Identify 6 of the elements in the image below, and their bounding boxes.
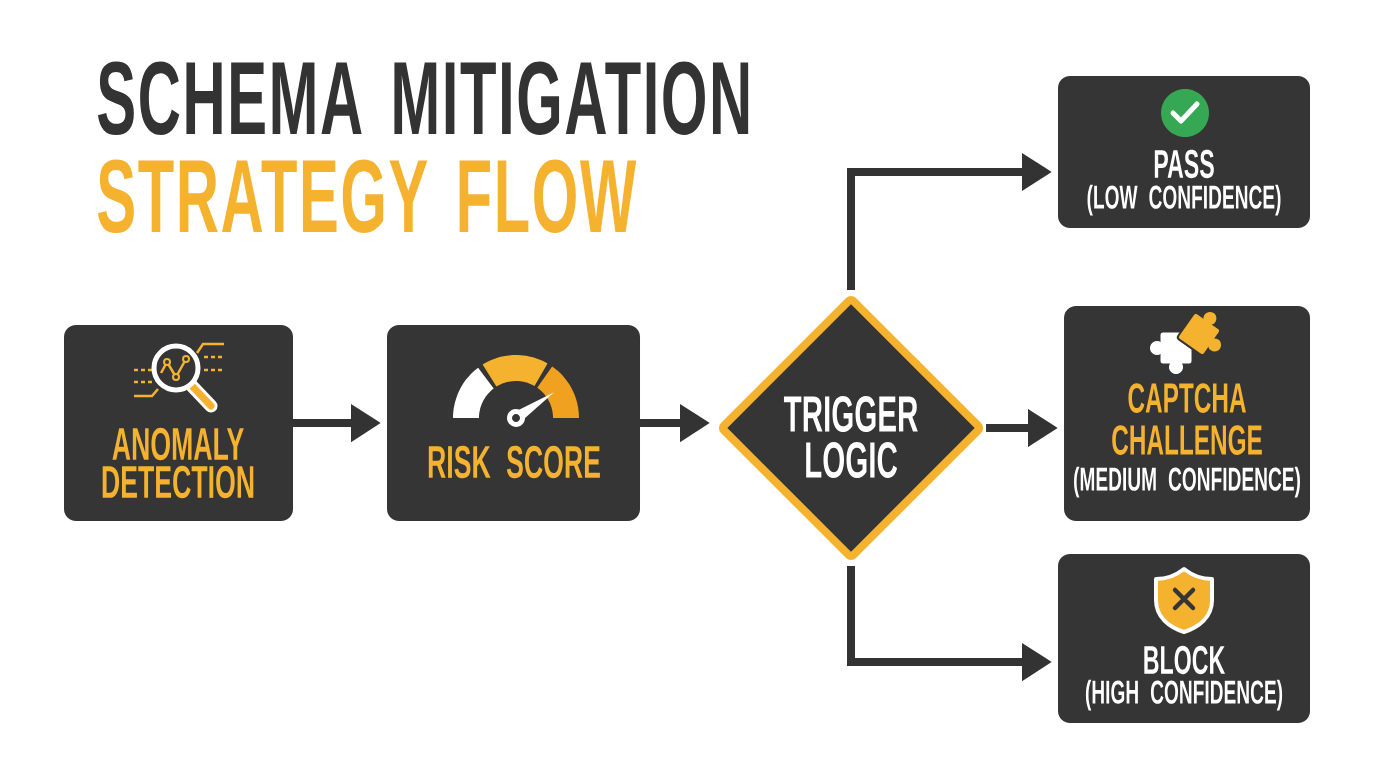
title: SCHEMA MITIGATION STRATEGY FLOW bbox=[98, 61, 749, 234]
process-box: RISK SCORE bbox=[387, 325, 640, 521]
outcome-box: BLOCK (HIGH CONFIDENCE) bbox=[1058, 554, 1310, 723]
outcome-box: PASS (LOW CONFIDENCE) bbox=[1058, 76, 1310, 228]
outcome-box: CAPTCHA CHALLENGE (MEDIUM CONFIDENCE) bbox=[1064, 306, 1310, 521]
process-box: ANOMALY DETECTION bbox=[64, 325, 293, 521]
